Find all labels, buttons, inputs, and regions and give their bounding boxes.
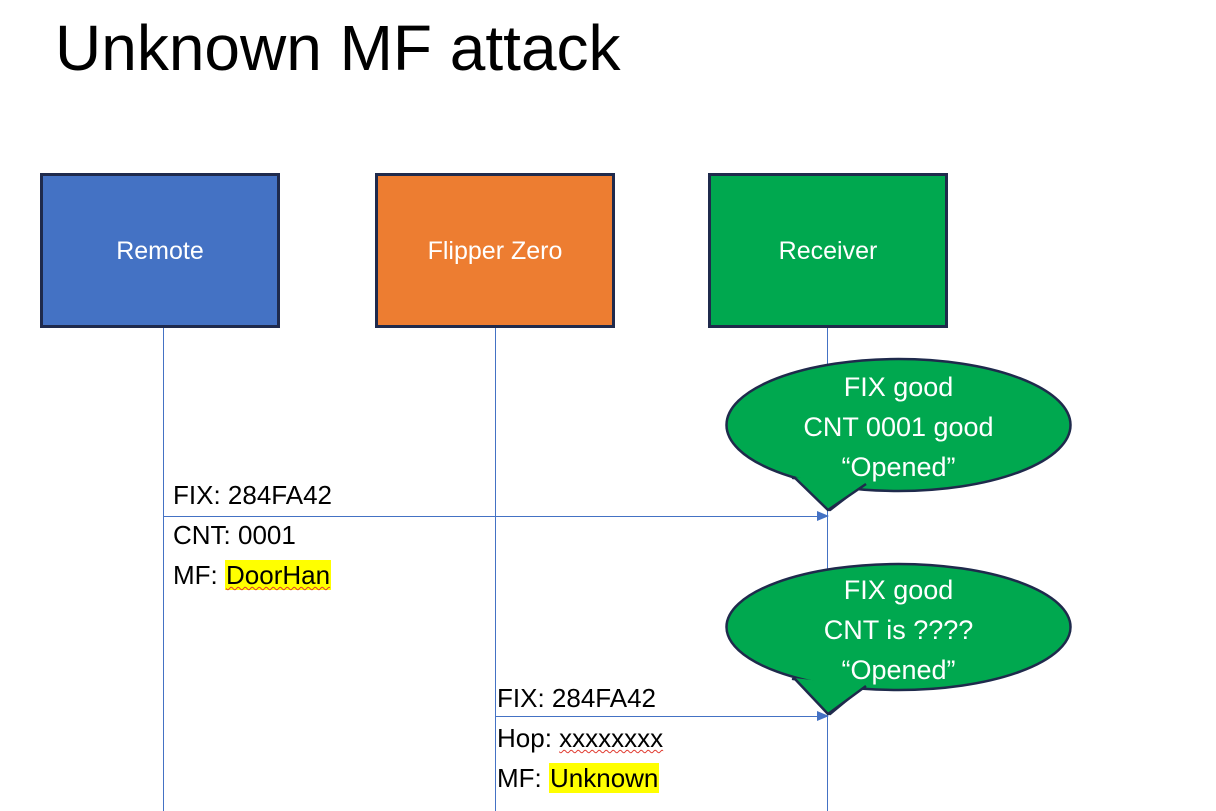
message-1-line-3-label: MF:: [173, 560, 225, 590]
lifeline-flipper: [495, 328, 496, 811]
message-1-text: FIX: 284FA42 CNT: 0001 MF: DoorHan: [173, 475, 332, 595]
speech-bubble-1-shape: [725, 357, 1072, 512]
actor-box-receiver[interactable]: Receiver: [708, 173, 948, 328]
message-arrow-remote-to-receiver: [163, 511, 829, 521]
message-1-line-3: MF: DoorHan: [173, 555, 332, 595]
message-1-line-1: FIX: 284FA42: [173, 475, 332, 515]
message-2-line-1: FIX: 284FA42: [497, 678, 663, 718]
actor-label-remote: Remote: [116, 236, 204, 265]
message-2-text: FIX: 284FA42 Hop: xxxxxxxx MF: Unknown: [497, 678, 663, 798]
page-title: Unknown MF attack: [55, 12, 621, 84]
message-2-line-2-value: xxxxxxxx: [559, 723, 664, 753]
message-1-line-3-value: DoorHan: [225, 560, 332, 590]
message-2-line-2: Hop: xxxxxxxx: [497, 718, 663, 758]
message-1-line-2-value: 0001: [238, 520, 296, 550]
speech-bubble-2[interactable]: FIX good CNT is ???? “Opened”: [725, 562, 1072, 721]
message-2-line-3: MF: Unknown: [497, 758, 663, 798]
message-2-line-3-label: MF:: [497, 763, 549, 793]
message-1-line-1-value: 284FA42: [227, 480, 332, 510]
message-2-line-2-label: Hop:: [497, 723, 560, 753]
actor-box-remote[interactable]: Remote: [40, 173, 280, 328]
message-2-line-1-label: FIX:: [497, 683, 552, 713]
message-2-line-3-value: Unknown: [549, 763, 660, 793]
actor-box-flipper[interactable]: Flipper Zero: [375, 173, 615, 328]
actor-label-flipper: Flipper Zero: [427, 236, 563, 265]
message-1-line-1-label: FIX:: [173, 480, 228, 510]
actor-label-receiver: Receiver: [778, 236, 878, 265]
message-arrow-flipper-to-receiver: [495, 711, 829, 721]
speech-bubble-2-shape: [725, 562, 1072, 716]
speech-bubble-1[interactable]: FIX good CNT 0001 good “Opened”: [725, 357, 1072, 518]
message-1-line-2-label: CNT:: [173, 520, 238, 550]
message-2-line-1-value: 284FA42: [551, 683, 656, 713]
lifeline-remote: [163, 328, 164, 811]
message-1-line-2: CNT: 0001: [173, 515, 332, 555]
